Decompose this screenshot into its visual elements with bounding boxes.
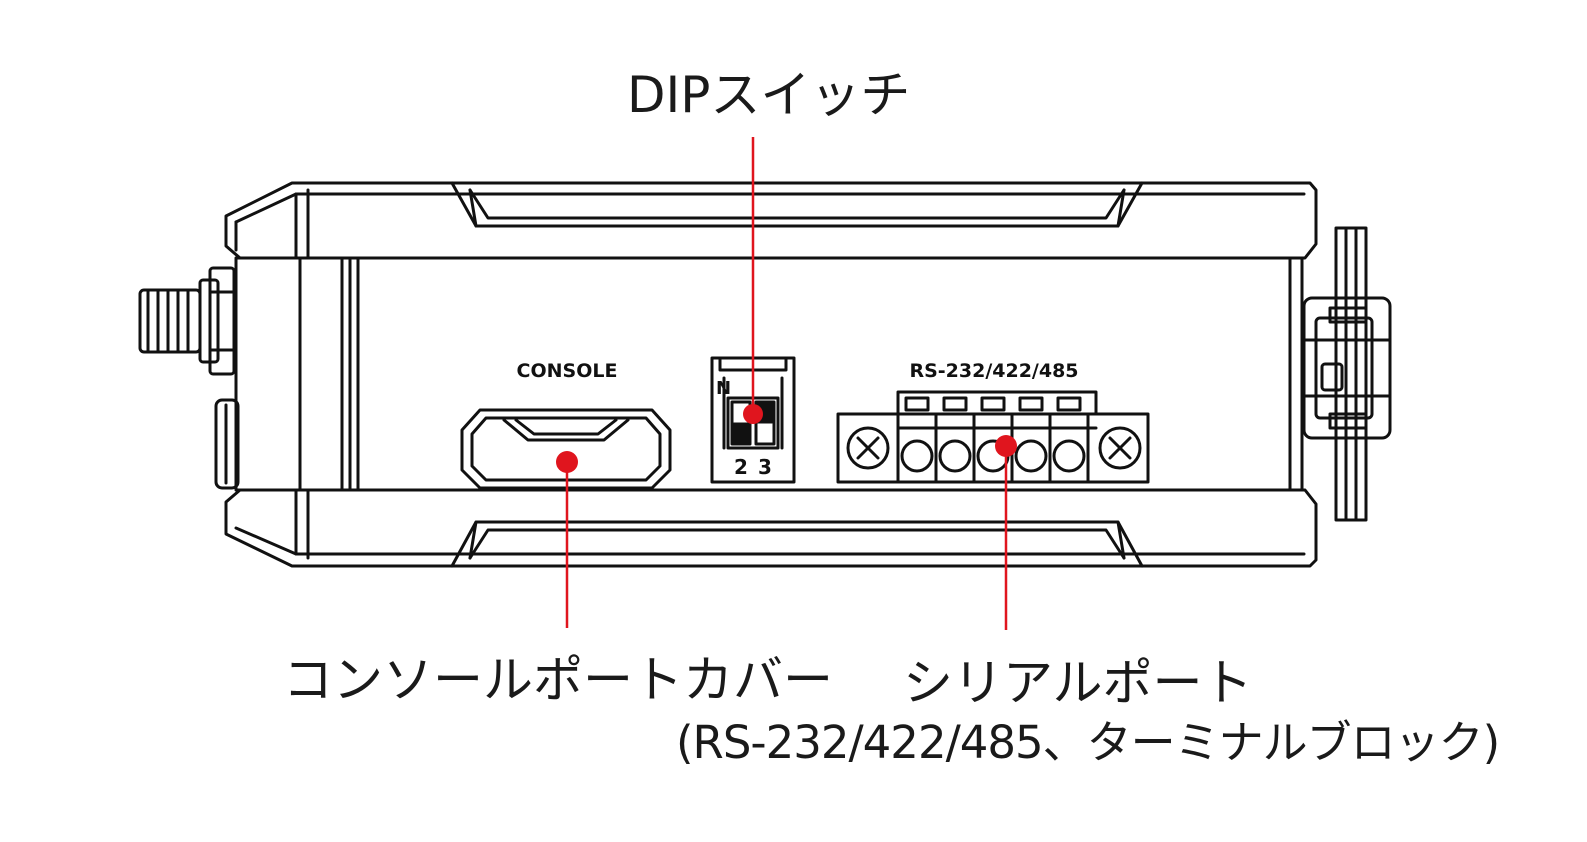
serial-terminal-block xyxy=(836,390,1150,484)
dip-switch xyxy=(710,356,796,484)
dip-switch-marker xyxy=(743,404,763,424)
dip-switch-number: 2 xyxy=(734,455,748,479)
console-cover-marker xyxy=(556,451,578,473)
serial-port-marker xyxy=(995,435,1017,457)
antenna-connector xyxy=(138,266,236,376)
serial-port-callout-detail: (RS-232/422/485、ターミナルブロック) xyxy=(676,716,1500,769)
dip-switch-callout: DIPスイッチ xyxy=(627,66,911,124)
serial-port-label: RS-232/422/485 xyxy=(909,360,1078,382)
dip-switch-number: 3 xyxy=(758,455,772,479)
housing-bottom-cap xyxy=(224,488,1318,568)
serial-port-callout: シリアルポート xyxy=(903,654,1253,712)
console-cover-callout: コンソールポートカバー xyxy=(283,651,833,709)
console-port-label: CONSOLE xyxy=(517,360,618,382)
din-rail-clip xyxy=(1302,226,1392,522)
console-port-cover xyxy=(460,408,672,490)
dip-on-marker: N xyxy=(716,378,731,399)
callout-leaders xyxy=(556,137,1017,630)
housing-top-cap xyxy=(224,181,1318,260)
left-side-clip xyxy=(214,398,240,490)
